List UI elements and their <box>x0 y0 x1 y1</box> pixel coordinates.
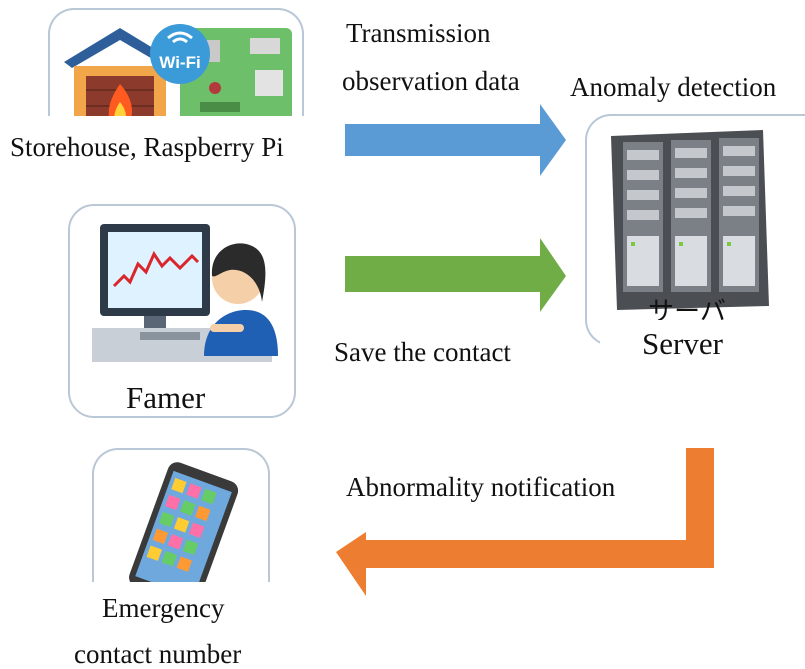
server-card: サーバ <box>585 114 805 346</box>
storehouse-label: Storehouse, Raspberry Pi <box>10 132 284 162</box>
anomaly-detection-label: Anomaly detection <box>570 72 777 102</box>
smartphone-icon <box>129 462 239 590</box>
server-rack-icon: サーバ <box>611 130 769 327</box>
farmer-at-computer-icon <box>92 224 278 362</box>
farmer-label: Famer <box>126 380 206 415</box>
farmer-card <box>68 204 296 418</box>
storehouse-raspberry-pi-icon: Wi-Fi 倉庫 <box>59 24 292 150</box>
emergency-label-line2: contact number <box>74 639 242 669</box>
emergency-card <box>92 448 270 590</box>
server-label: Server <box>642 326 723 361</box>
transmission-label-line1: Transmission <box>346 18 491 48</box>
transmission-label-line2: observation data <box>342 66 520 96</box>
storehouse-card: Wi-Fi 倉庫 <box>48 8 304 150</box>
save-contact-label: Save the contact <box>334 337 511 367</box>
abnormality-notification-label: Abnormality notification <box>346 472 616 502</box>
wifi-badge-text: Wi-Fi <box>159 53 200 72</box>
emergency-label-line1: Emergency <box>102 593 225 623</box>
notification-arrow <box>336 448 714 596</box>
transmission-arrow <box>345 104 566 176</box>
save-contact-arrow <box>345 238 566 312</box>
